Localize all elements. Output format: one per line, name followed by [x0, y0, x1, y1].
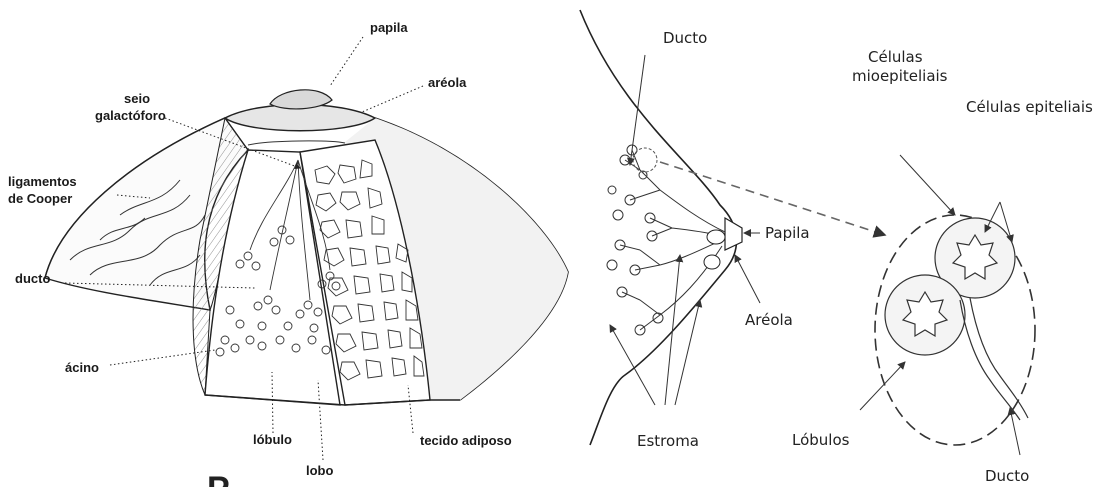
nipple-profile — [725, 218, 742, 250]
label-seio-line2: galactóforo — [95, 108, 166, 123]
label-ligamentos-line2: de Cooper — [8, 191, 72, 206]
zoom-origin-circle — [633, 148, 657, 172]
caption-fragment: P — [207, 470, 230, 487]
label-lobo: lobo — [306, 463, 333, 478]
label-celulas-mio-line1: Células — [868, 48, 923, 66]
label-tecido-adiposo: tecido adiposo — [420, 433, 512, 448]
label-ducto: ducto — [15, 271, 50, 286]
label-areola: aréola — [428, 75, 467, 90]
label-estroma: Estroma — [637, 432, 699, 450]
label-seio-line1: seio — [124, 91, 150, 106]
label-lobulos: Lóbulos — [792, 431, 850, 449]
label-acino: ácino — [65, 360, 99, 375]
label-papila: papila — [370, 20, 408, 35]
label-ducto-top: Ducto — [663, 29, 707, 47]
label-ducto-bottom: Ducto — [985, 467, 1029, 485]
label-ligamentos-line1: ligamentos — [8, 174, 77, 189]
sinus-lower — [704, 255, 720, 269]
label-celulas-epiteliais: Células epiteliais — [966, 98, 1093, 116]
label-celulas-mio-line2: mioepiteliais — [852, 67, 948, 85]
label-areola: Aréola — [745, 311, 793, 329]
sinus-upper — [707, 230, 725, 244]
label-papila: Papila — [765, 224, 810, 242]
label-lobulo: lóbulo — [253, 432, 292, 447]
breast-profile — [580, 10, 736, 445]
lactiferous-sinus-band — [248, 141, 345, 145]
